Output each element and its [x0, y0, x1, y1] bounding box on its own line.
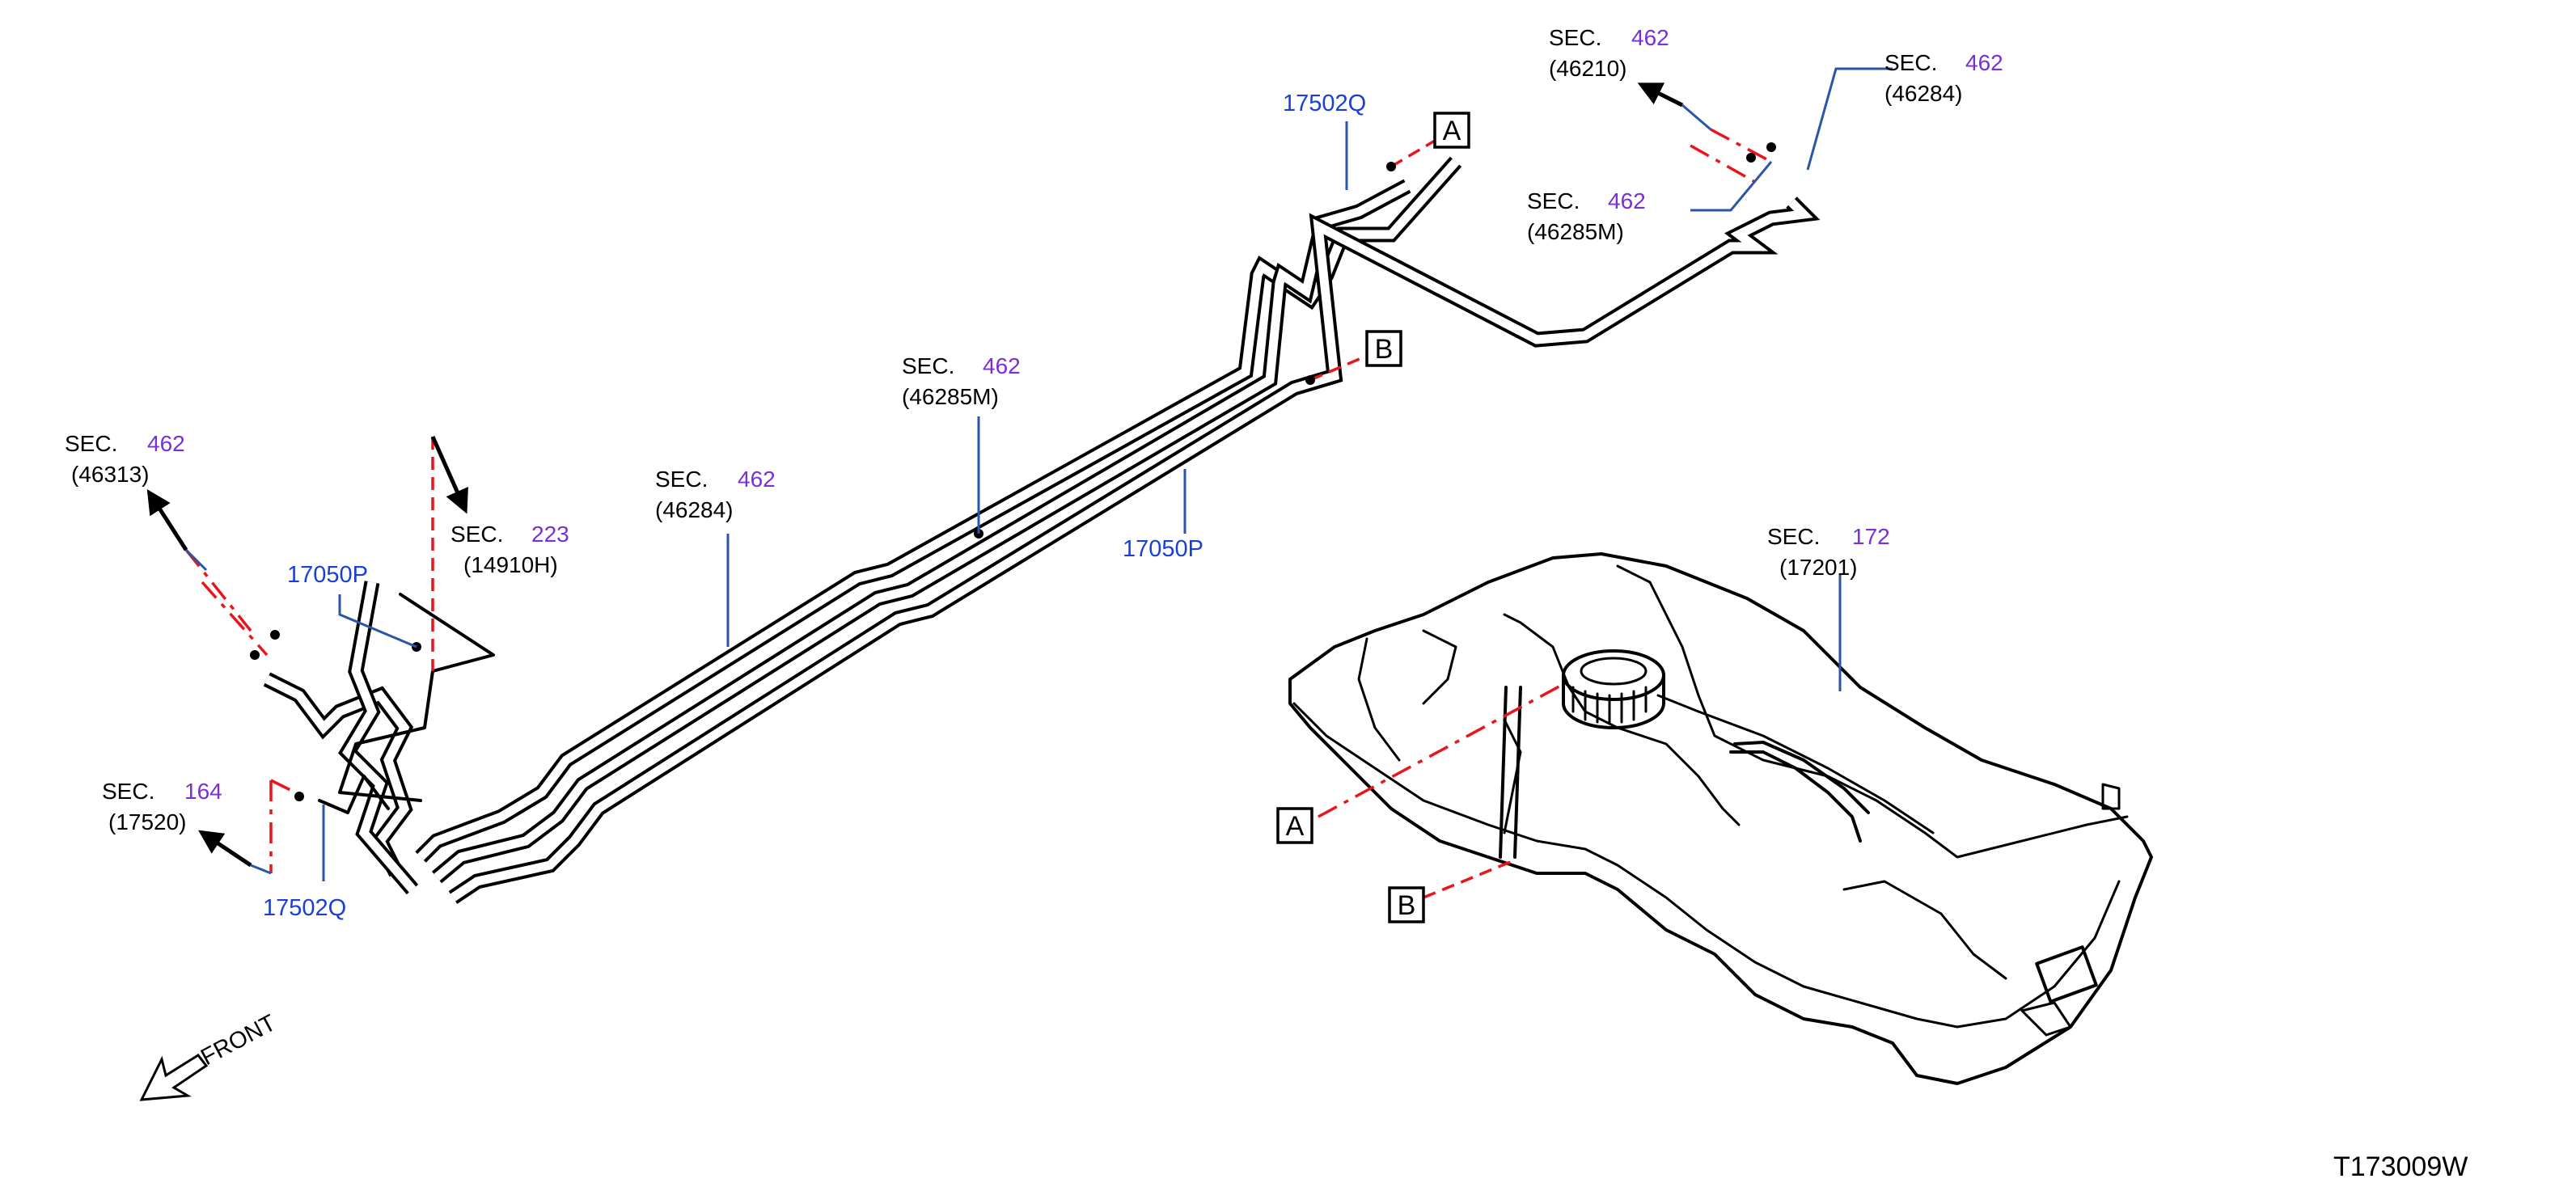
arrow-46210-icon [1637, 82, 1684, 108]
marker-label: A [1286, 811, 1305, 842]
marker-label: A [1443, 116, 1461, 146]
filler-neck-ring [1562, 649, 1665, 729]
sec-prefix: SEC. [450, 522, 503, 547]
sec-number: 462 [1631, 25, 1669, 50]
sec-code: (46284) [1884, 81, 1963, 106]
sec-prefix: SEC. [1884, 50, 1937, 75]
part-number-17050p-mid: 17050P [1123, 536, 1203, 562]
sec-code: (14910H) [463, 552, 558, 577]
callout-sec-46285m-mid: SEC. 462 (46285M) [902, 353, 1021, 409]
part-number-17502q-top: 17502Q [1283, 91, 1366, 116]
illustration-code: T173009W [2333, 1151, 2468, 1182]
callout-sec-14910h: SEC. 223 (14910H) [450, 522, 569, 577]
sec-code: (46313) [71, 462, 150, 487]
fuel-tank-illustration [1288, 552, 2153, 1085]
front-direction-indicator: FRONT [139, 1010, 281, 1101]
marker-a-top: A [1433, 112, 1470, 149]
connection-dots [250, 142, 1776, 801]
phantom-lines [184, 128, 1772, 899]
sec-prefix: SEC. [1527, 188, 1580, 213]
sec-number: 462 [1608, 188, 1646, 213]
marker-label: B [1375, 334, 1394, 365]
sec-number: 462 [147, 431, 185, 456]
fuel-pump-unit [2020, 783, 2121, 1037]
marker-a-tank: A [1276, 807, 1313, 844]
sec-prefix: SEC. [902, 353, 954, 378]
arrow-46313-icon [146, 488, 188, 551]
callout-sec-17201: SEC. 172 (17201) [1767, 524, 1890, 580]
sec-number: 462 [983, 353, 1021, 378]
marker-label: B [1398, 890, 1416, 921]
sec-code: (46285M) [902, 384, 999, 409]
sec-prefix: SEC. [1767, 524, 1820, 549]
sec-code: (17201) [1779, 555, 1858, 580]
sec-number: 462 [738, 467, 776, 492]
sec-prefix: SEC. [1549, 25, 1601, 50]
sec-code: (17520) [108, 809, 187, 834]
front-label: FRONT [197, 1010, 280, 1071]
callout-sec-46284-right: SEC. 462 (46284) [1884, 50, 2003, 106]
sec-number: 164 [184, 779, 222, 804]
arrow-down-left-icon [139, 1054, 209, 1101]
sec-code: (46284) [655, 497, 734, 522]
sec-prefix: SEC. [65, 431, 117, 456]
left-tube-assembly [263, 581, 495, 895]
arrow-14910h-icon [430, 435, 468, 514]
callout-sec-46285m-right: SEC. 462 (46285M) [1527, 188, 1646, 244]
sec-number: 172 [1852, 524, 1890, 549]
marker-b-top: B [1365, 330, 1402, 367]
callout-sec-46313: SEC. 462 (46313) [65, 431, 185, 487]
part-number-17502q-left: 17502Q [263, 895, 346, 921]
sec-code: (46285M) [1527, 219, 1624, 244]
callout-sec-46284-left: SEC. 462 (46284) [655, 467, 776, 522]
marker-b-tank: B [1388, 886, 1425, 923]
callout-sec-46210: SEC. 462 (46210) [1549, 25, 1669, 81]
sec-number: 462 [1965, 50, 2003, 75]
direction-arrows [146, 82, 1684, 868]
sec-number: 223 [531, 522, 569, 547]
part-number-17050p-left: 17050P [287, 562, 368, 588]
sec-code: (46210) [1549, 56, 1627, 81]
sec-prefix: SEC. [102, 779, 154, 804]
fuel-tube-bundle [415, 156, 1821, 904]
callout-sec-17520: SEC. 164 (17520) [102, 779, 222, 834]
sec-prefix: SEC. [655, 467, 708, 492]
arrow-17520-icon [198, 830, 252, 868]
